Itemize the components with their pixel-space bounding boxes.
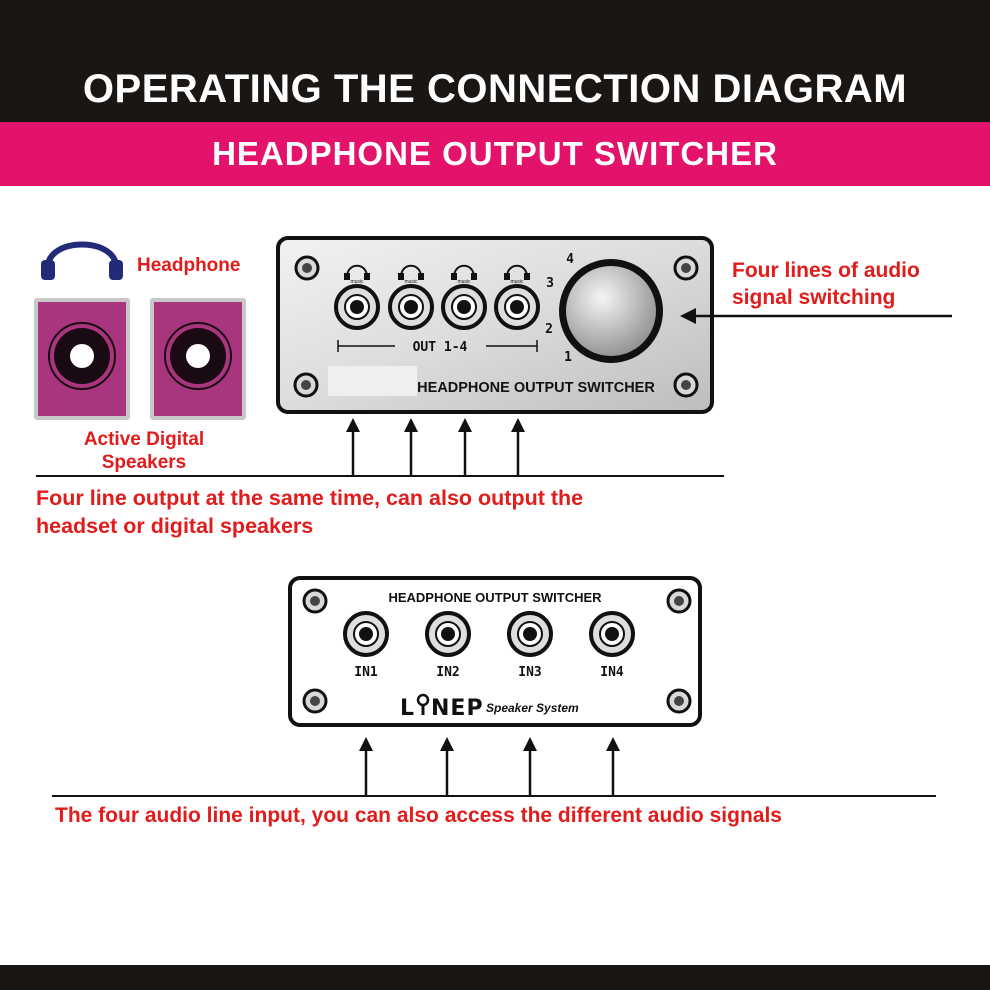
output-jack-2	[388, 284, 434, 330]
knob-pointer-arrowhead	[680, 308, 696, 324]
headphone-label: Headphone	[137, 255, 241, 276]
output-arrow-icon	[404, 418, 418, 476]
music-label: music	[350, 279, 364, 285]
brand-logo: L NEP	[400, 693, 484, 721]
output-headphone-icon	[451, 264, 477, 280]
speaker-cone-ring	[164, 322, 232, 390]
switching-annotation-line2: signal switching	[732, 286, 896, 309]
input-label-3: IN3	[518, 665, 541, 680]
header-bar	[0, 0, 990, 122]
knob-position-1: 1	[564, 350, 572, 365]
input-annotation: The four audio line input, you can also …	[55, 804, 782, 827]
input-arrow-icon	[606, 737, 620, 796]
speaker-center	[186, 344, 210, 368]
svg-text:L: L	[400, 696, 415, 721]
screw-icon	[293, 372, 319, 398]
output-jack-4	[494, 284, 540, 330]
input-arrow-icon	[440, 737, 454, 796]
output-arrow-icon	[458, 418, 472, 476]
switching-annotation: Four lines of audio signal switching	[732, 257, 920, 311]
output-arrow-icon	[346, 418, 360, 476]
input-arrow-icon	[523, 737, 537, 796]
output-annotation: Four line output at the same time, can a…	[36, 484, 583, 540]
screw-icon	[294, 255, 320, 281]
knob-position-2: 2	[545, 322, 553, 337]
screw-icon	[666, 588, 692, 614]
music-label: music	[457, 279, 471, 285]
speaker-cone-ring	[48, 322, 116, 390]
output-jack-3	[441, 284, 487, 330]
selector-knob	[566, 266, 656, 356]
speakers-label-line1: Active Digital	[83, 429, 205, 450]
screw-icon	[673, 255, 699, 281]
screw-icon	[673, 372, 699, 398]
screw-icon	[666, 688, 692, 714]
page-subtitle: HEADPHONE OUTPUT SWITCHER	[212, 135, 778, 172]
output-headphone-icon	[398, 264, 424, 280]
headphone-icon	[41, 241, 123, 280]
speakers-label-line2: Speakers	[101, 452, 187, 473]
screw-icon	[302, 688, 328, 714]
input-jack-2	[425, 611, 471, 657]
switching-annotation-line1: Four lines of audio	[732, 259, 920, 282]
input-jack-1	[343, 611, 389, 657]
blank-plate	[328, 366, 417, 396]
brand-tagline: Speaker System	[486, 701, 579, 715]
input-jack-3	[507, 611, 553, 657]
subtitle-bar	[0, 122, 990, 186]
speaker-right	[150, 298, 246, 420]
out-label: OUT 1-4	[413, 340, 468, 355]
output-arrow-icon	[511, 418, 525, 476]
output-headphone-icon	[504, 264, 530, 280]
speaker-center	[70, 344, 94, 368]
input-label-1: IN1	[354, 665, 378, 680]
knob-position-4: 4	[566, 252, 574, 267]
screw-icon	[302, 588, 328, 614]
speaker-left	[34, 298, 130, 420]
output-annotation-line1: Four line output at the same time, can a…	[36, 486, 584, 510]
bottom-unit-label: HEADPHONE OUTPUT SWITCHER	[388, 590, 602, 605]
speakers-label: Active Digital Speakers	[56, 428, 232, 474]
input-label-4: IN4	[600, 665, 624, 680]
page-title: OPERATING THE CONNECTION DIAGRAM	[82, 67, 908, 111]
svg-text:NEP: NEP	[431, 696, 484, 721]
bottom-unit-body	[288, 576, 702, 727]
top-unit-label: HEADPHONE OUTPUT SWITCHER	[417, 380, 655, 396]
footer-bar	[0, 965, 990, 990]
output-jack-1	[334, 284, 380, 330]
knob-position-3: 3	[546, 276, 554, 291]
music-label: music	[510, 279, 524, 285]
output-annotation-line2: headset or digital speakers	[36, 514, 314, 538]
input-label-2: IN2	[436, 665, 459, 680]
music-label: music	[404, 279, 418, 285]
input-jack-4	[589, 611, 635, 657]
output-headphone-icon	[344, 264, 370, 280]
input-arrow-icon	[359, 737, 373, 796]
